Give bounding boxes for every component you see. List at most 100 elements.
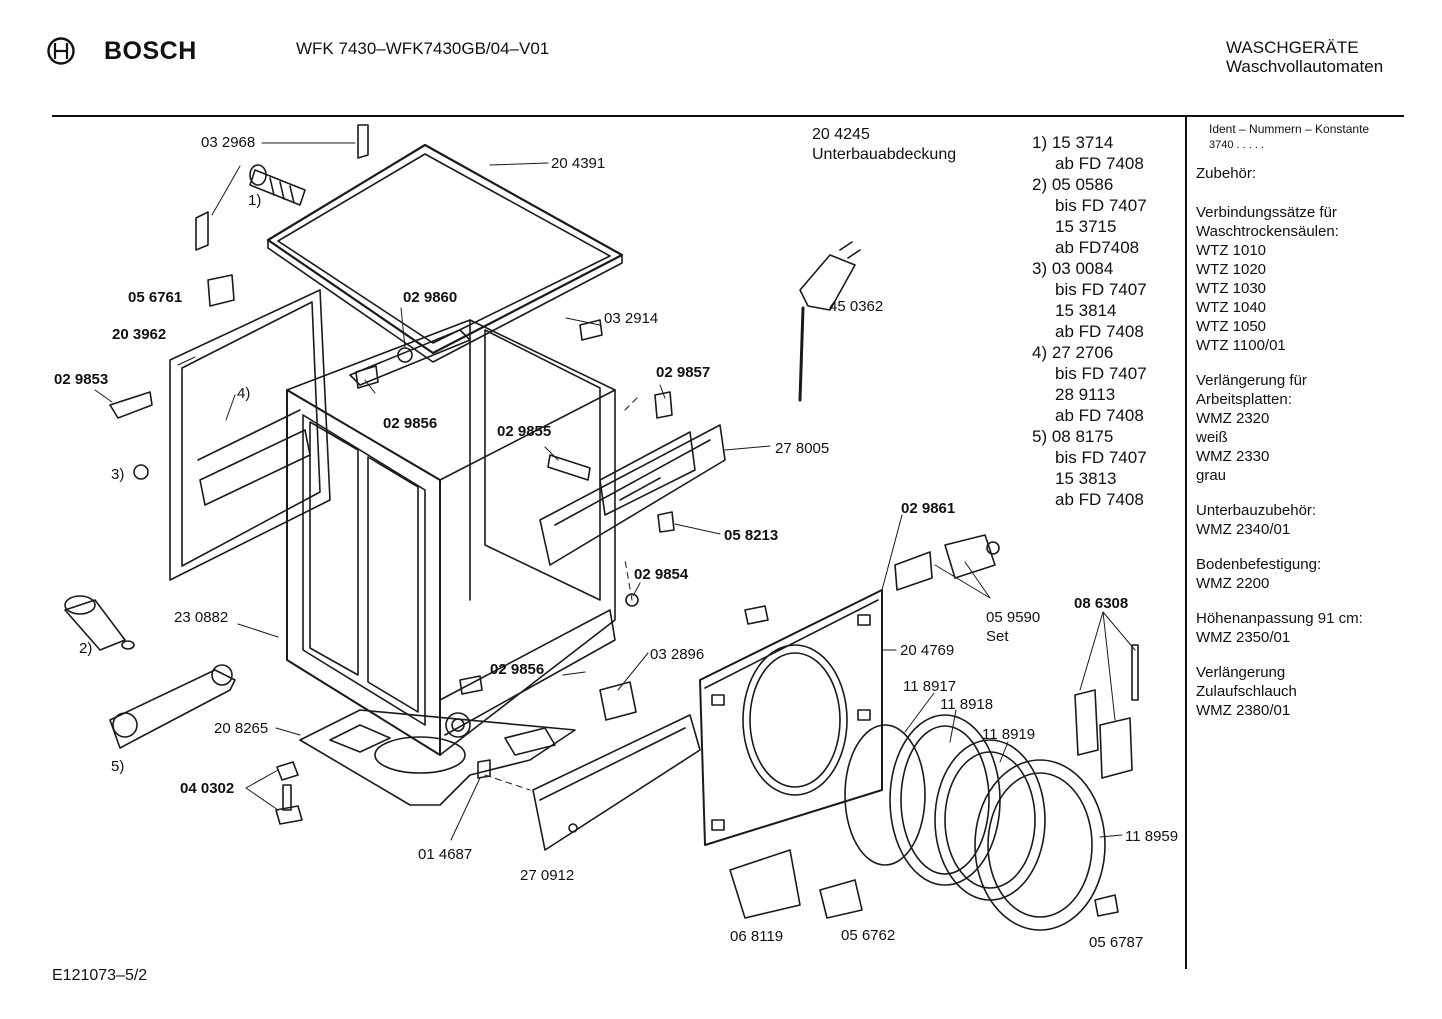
hose-connector-shape <box>249 164 306 206</box>
accessory-group: Höhenanpassung 91 cm: WMZ 2350/01 <box>1196 609 1363 647</box>
accessories-sidebar: Zubehör: Verbindungssätze für Waschtrock… <box>1196 164 1363 720</box>
side-panel-shape <box>169 289 331 581</box>
part-label: 02 9853 <box>54 371 109 388</box>
bottom-small-parts <box>729 849 1119 919</box>
drain-pump-shape <box>64 595 135 651</box>
footnotes-list: 1) 15 3714 ab FD 7408 2) 05 0586 bis FD … <box>1032 132 1147 510</box>
part-label: 2) <box>79 640 93 657</box>
footnote-line: 15 3715 <box>1055 217 1117 236</box>
accessory-line: WMZ 2350/01 <box>1196 629 1291 646</box>
footnote-line: ab FD 7408 <box>1055 406 1144 425</box>
part-label: 02 9857 <box>656 364 711 381</box>
leader-lines <box>94 142 1136 841</box>
accessory-line: Verlängerung für <box>1196 372 1307 389</box>
footnote-line: 5) 08 8175 <box>1032 427 1114 446</box>
accessory-line: WMZ 2200 <box>1196 575 1270 592</box>
document-code: E121073–5/2 <box>52 967 148 984</box>
cover-note-number: 20 4245 <box>812 126 870 143</box>
accessory-group: Bodenbefestigung: WMZ 2200 <box>1196 555 1363 593</box>
part-label: 23 0882 <box>174 609 229 626</box>
part-label: 3) <box>111 466 125 483</box>
accessory-line: WTZ 1010 <box>1196 242 1267 259</box>
door-lock-shape <box>1074 644 1139 779</box>
footnote-line: 15 3814 <box>1055 301 1117 320</box>
part-label: 05 6762 <box>841 927 896 944</box>
accessory-line: weiß <box>1196 429 1228 446</box>
part-label: 02 9861 <box>901 500 956 517</box>
small-clip-shapes <box>109 124 769 779</box>
model-number: WFK 7430–WFK7430GB/04–V01 <box>296 39 550 58</box>
footnote-line: 15 3813 <box>1055 469 1117 488</box>
part-label: 4) <box>237 385 251 402</box>
bosch-logo <box>46 36 76 71</box>
part-label: 27 8005 <box>775 440 830 457</box>
part-label: 11 8917 <box>903 678 957 695</box>
header-divider <box>52 115 1404 117</box>
ident-value: 3740 . . . . . <box>1209 139 1265 151</box>
cabinet-frame-shape <box>286 319 616 756</box>
footnote-line: ab FD 7408 <box>1055 490 1144 509</box>
part-label: 05 6761 <box>128 289 183 306</box>
bosch-armature-icon <box>47 37 75 65</box>
part-label: 45 0362 <box>829 298 884 315</box>
part-label: 5) <box>111 758 125 775</box>
spanner-shape <box>109 664 236 749</box>
exploded-view-drawing <box>64 124 1139 931</box>
part-label: 05 8213 <box>724 527 779 544</box>
accessory-group: Verbindungssätze für Waschtrockensäulen:… <box>1196 203 1363 355</box>
top-lid-shape <box>266 143 624 363</box>
footnote-line: bis FD 7407 <box>1055 196 1147 215</box>
accessory-line: Arbeitsplatten: <box>1196 391 1292 408</box>
part-label: 03 2968 <box>201 134 256 151</box>
accessory-line: WMZ 2330 <box>1196 448 1270 465</box>
kick-plate-shape <box>532 714 701 851</box>
part-label: 02 9856 <box>490 661 545 678</box>
part-label: 06 8119 <box>730 928 784 945</box>
part-label: 11 8959 <box>1125 828 1179 845</box>
accessory-line: WMZ 2340/01 <box>1196 521 1291 538</box>
accessory-line: WTZ 1100/01 <box>1196 337 1286 354</box>
accessory-group: Verlängerung Zulaufschlauch WMZ 2380/01 <box>1196 663 1363 720</box>
accessories-title: Zubehör: <box>1196 165 1257 182</box>
part-label: 05 9590 <box>986 609 1041 626</box>
accessory-group: Unterbauzubehör: WMZ 2340/01 <box>1196 501 1363 539</box>
door-hinge-shape <box>894 534 1000 591</box>
footnote-line: 2) 05 0586 <box>1032 175 1114 194</box>
footnote-line: 1) 15 3714 <box>1032 133 1114 152</box>
part-label: 20 8265 <box>214 720 269 737</box>
footnote-line: 4) 27 2706 <box>1032 343 1114 362</box>
accessory-line: Bodenbefestigung: <box>1196 556 1322 573</box>
footnote-line: ab FD7408 <box>1055 238 1140 257</box>
footnote-line: bis FD 7407 <box>1055 280 1147 299</box>
footnote-line: bis FD 7407 <box>1055 364 1147 383</box>
dashed-guides <box>484 394 641 791</box>
footnote-line: bis FD 7407 <box>1055 448 1147 467</box>
footnote-line: ab FD 7408 <box>1055 154 1144 173</box>
part-label: 11 8918 <box>940 696 994 713</box>
part-label: 20 3962 <box>112 326 167 343</box>
accessory-line: Waschtrockensäulen: <box>1196 223 1339 240</box>
accessory-line: Höhenanpassung 91 cm: <box>1196 610 1363 627</box>
part-label: 04 0302 <box>180 780 235 797</box>
front-panel-shape <box>699 589 883 846</box>
cover-note-text: Unterbauabdeckung <box>812 146 957 163</box>
part-label: 27 0912 <box>520 867 575 884</box>
accessory-line: WTZ 1020 <box>1196 261 1267 278</box>
base-plate-shape <box>299 709 576 806</box>
accessory-group: Verlängerung für Arbeitsplatten: WMZ 232… <box>1196 371 1363 485</box>
accessory-line: Zulaufschlauch <box>1196 683 1297 700</box>
part-label: 1) <box>248 192 262 209</box>
bolt-shape <box>275 761 303 825</box>
control-bracket-shape <box>539 424 726 566</box>
category-subtitle: Waschvollautomaten <box>1226 57 1384 76</box>
door-rings-shape <box>844 714 1106 931</box>
accessory-line: Verbindungssätze für <box>1196 204 1337 221</box>
accessory-line: Verlängerung <box>1196 664 1286 681</box>
accessory-line: grau <box>1196 467 1227 484</box>
accessory-line: WTZ 1030 <box>1196 280 1267 297</box>
brand-name: BOSCH <box>104 37 197 65</box>
accessory-line: WMZ 2320 <box>1196 410 1270 427</box>
accessory-line: WMZ 2380/01 <box>1196 702 1291 719</box>
mains-plug-shape <box>798 241 861 402</box>
part-label: 02 9856 <box>383 415 438 432</box>
